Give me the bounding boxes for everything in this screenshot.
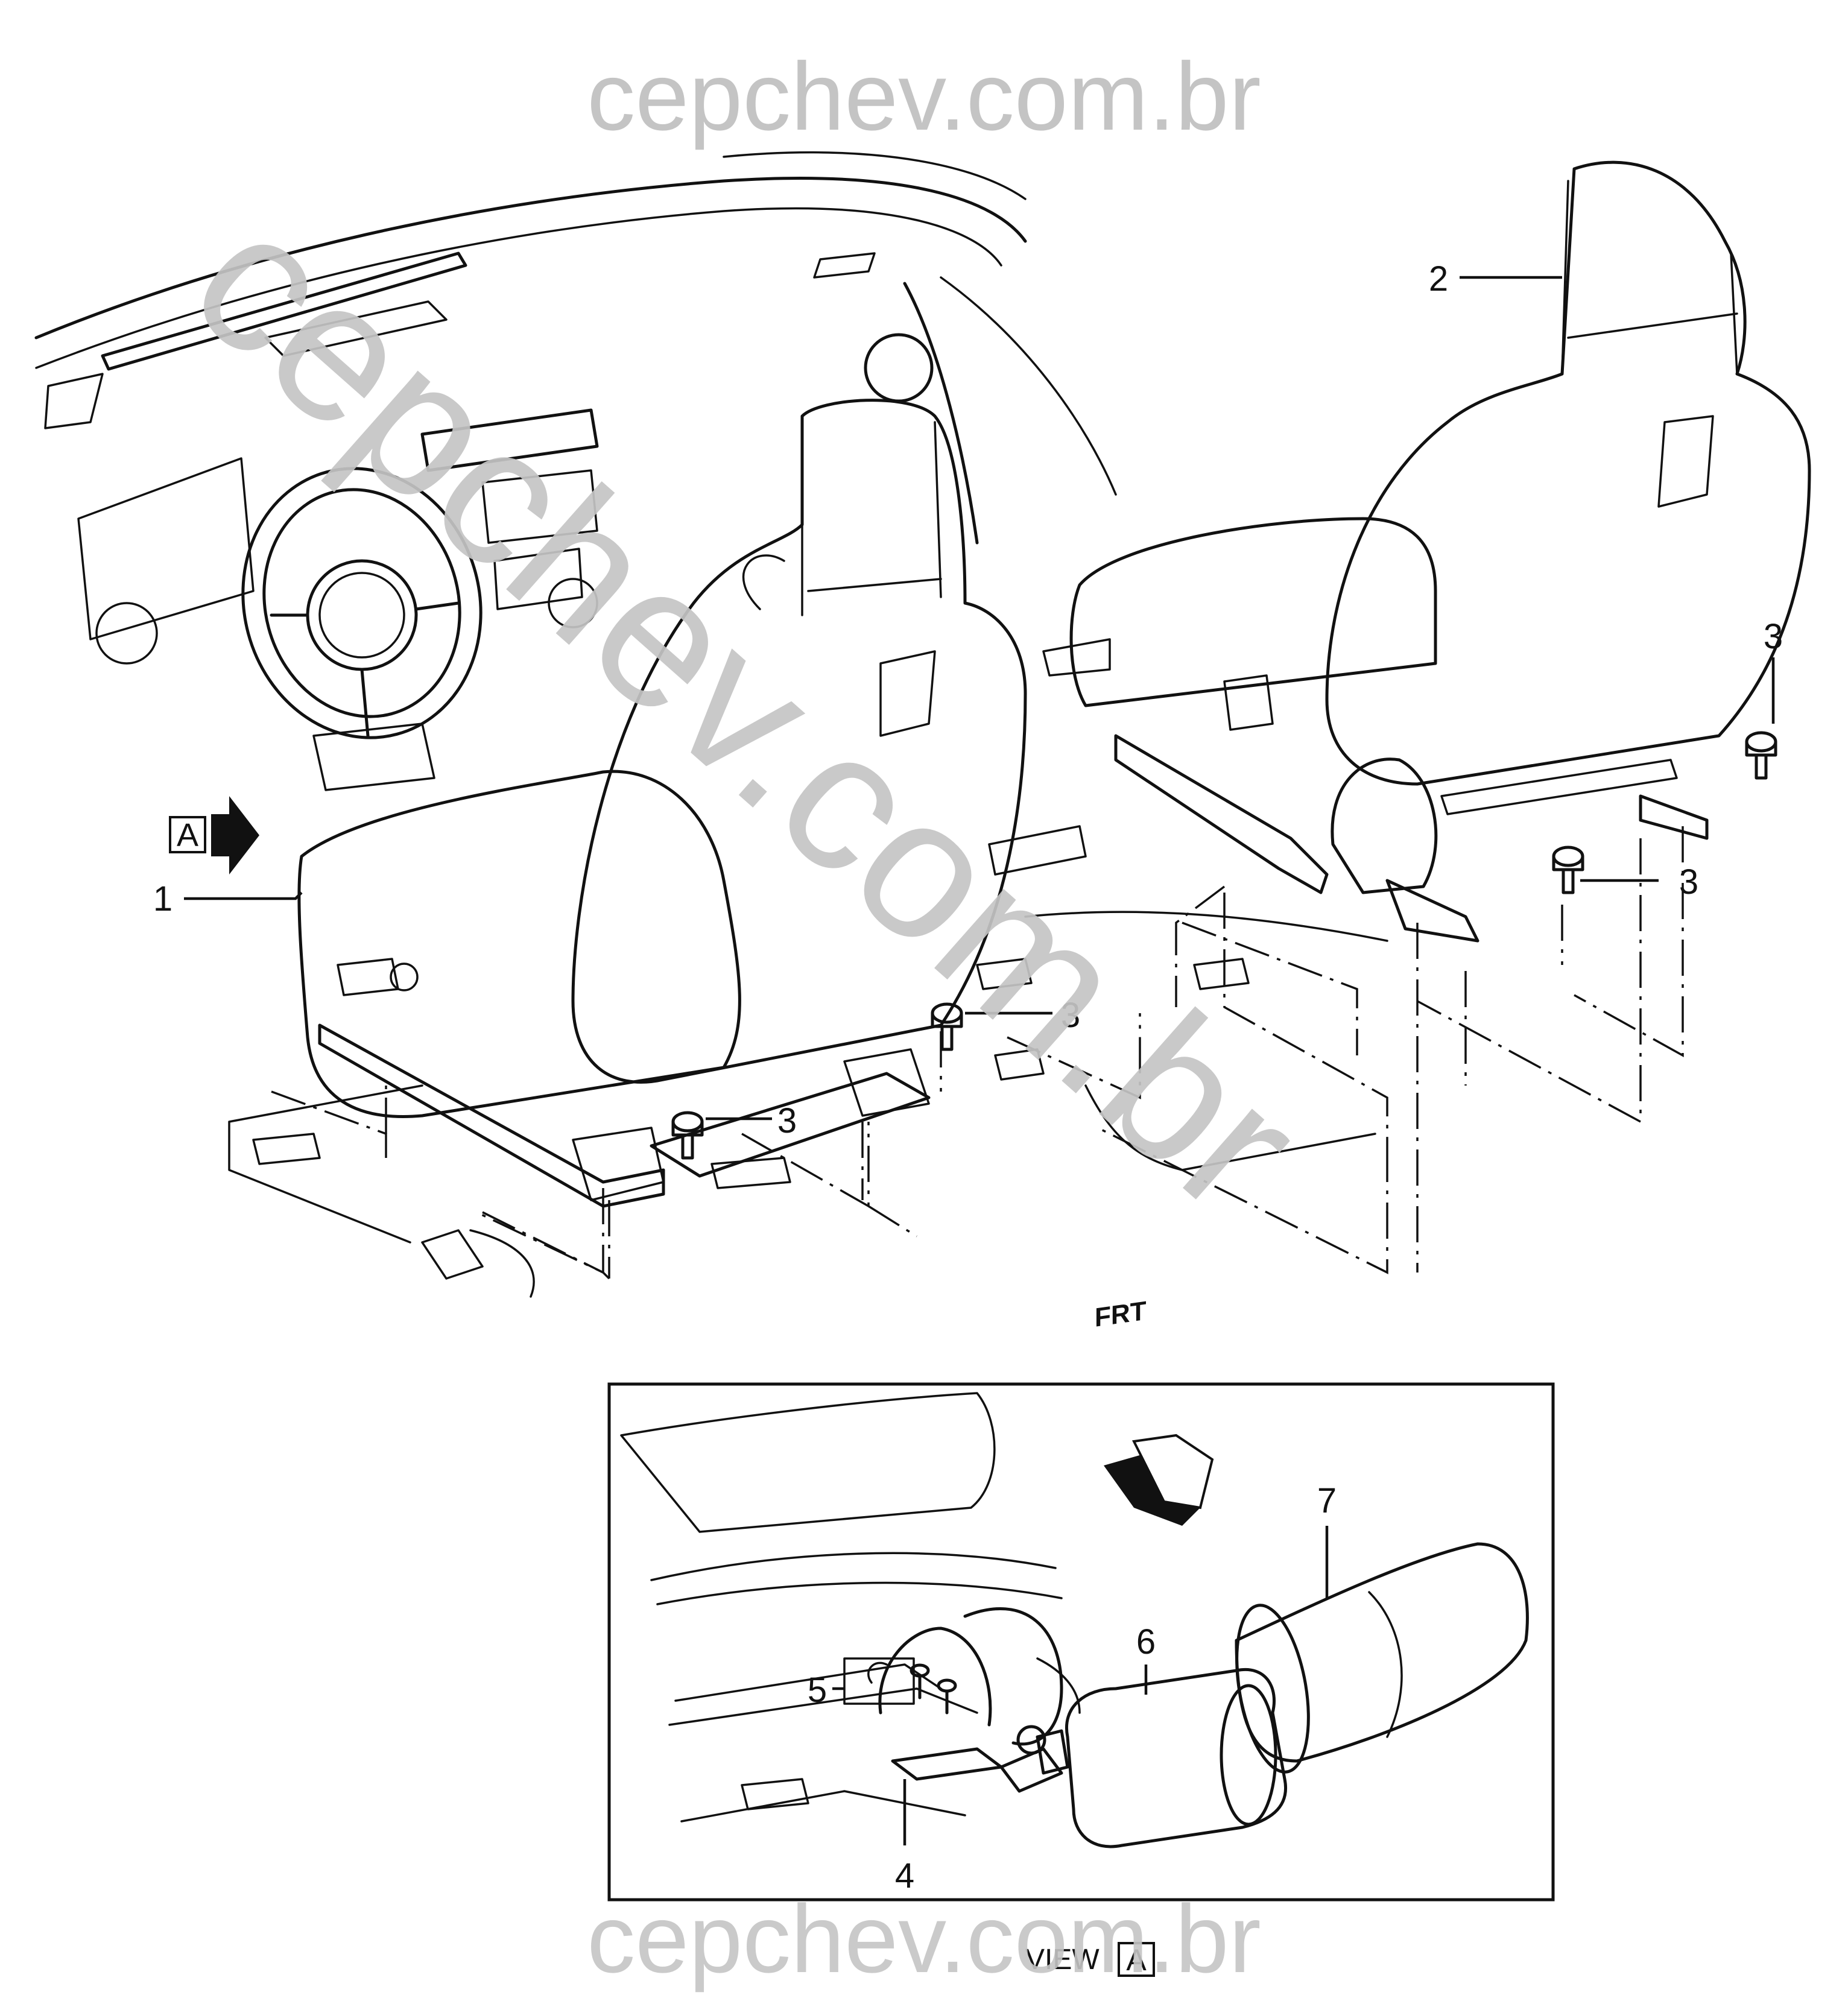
inset-view-a: FRT <box>607 1296 1555 1902</box>
bolt-icon <box>1745 731 1777 780</box>
seat-1 <box>297 399 1027 1208</box>
front-label: FRT <box>1095 1296 1147 1333</box>
screw-icon <box>937 1678 957 1715</box>
front-direction-indicator: FRT <box>1095 1296 1214 1526</box>
bolt-icon <box>931 1002 963 1051</box>
callout-2: 2 <box>1429 259 1448 299</box>
callout-6: 6 <box>1136 1622 1156 1661</box>
callout-3-lower: 3 <box>777 1101 797 1140</box>
seat-2 <box>1042 160 1811 943</box>
callout-leaders <box>184 276 1775 1121</box>
callout-7: 7 <box>1317 1481 1337 1520</box>
instrument-panel <box>34 151 1117 665</box>
view-caption-letter: A <box>1126 1943 1147 1977</box>
screw-icon <box>910 1663 930 1699</box>
floor <box>228 825 1388 1298</box>
callout-3-far-right: 3 <box>1764 617 1783 656</box>
bolt-icon <box>1552 846 1584 894</box>
installation-lines <box>271 826 1684 1280</box>
extinguisher-cover <box>1235 1542 1529 1774</box>
inset-frame <box>607 1382 1555 1902</box>
fire-extinguisher <box>999 1668 1287 1848</box>
callout-4: 4 <box>895 1856 914 1895</box>
view-a-marker: A <box>169 796 259 874</box>
callout-1: 1 <box>153 879 172 918</box>
callout-5: 5 <box>808 1671 827 1710</box>
watermark-top: cepchev.com.br <box>587 42 1261 150</box>
view-direction-arrow-icon <box>211 796 259 874</box>
steering-wheel <box>241 467 483 791</box>
callout-3-right: 3 <box>1679 862 1698 902</box>
bolts <box>671 731 1777 1160</box>
callout-3-center: 3 <box>1061 996 1080 1035</box>
view-a-marker-letter: A <box>177 817 198 853</box>
watermark-bottom: cepchev.com.br <box>587 1885 1261 1993</box>
view-caption-word: VIEW <box>1025 1944 1100 1976</box>
view-a-caption: VIEW A <box>1025 1942 1155 1977</box>
bolt-icon <box>671 1111 704 1160</box>
